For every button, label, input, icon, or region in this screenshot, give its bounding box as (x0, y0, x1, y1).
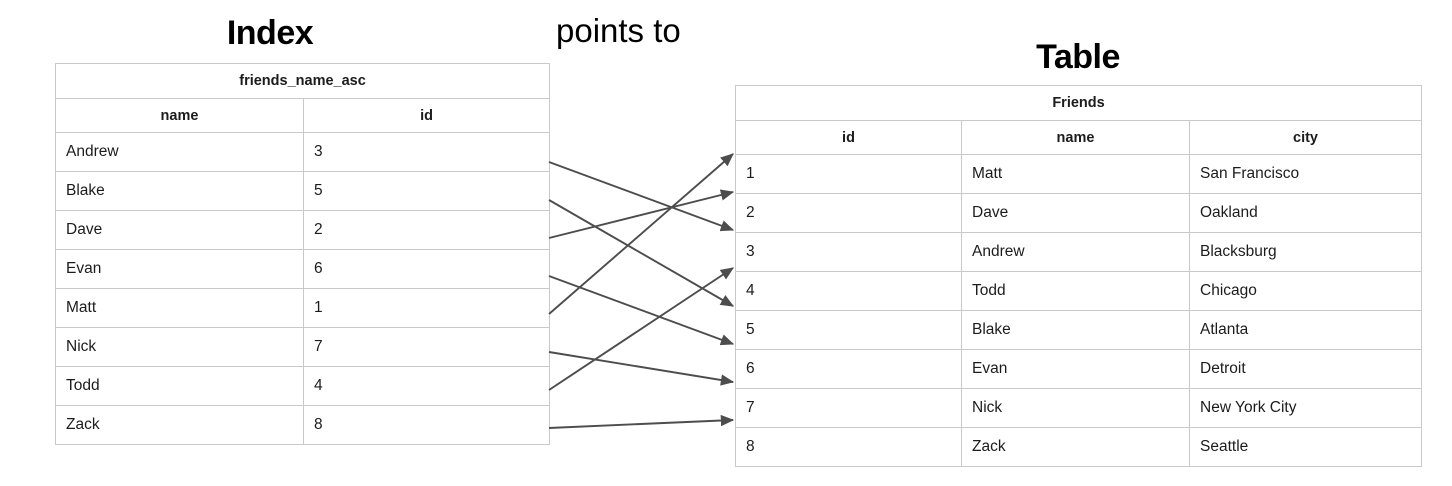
friends-cell-name: Matt (961, 154, 1190, 194)
friends-cell-city: Atlanta (1188, 310, 1423, 350)
friends-cell-city: Blacksburg (1188, 232, 1423, 272)
index-table-title-row: friends_name_asc (54, 63, 551, 99)
friends-cell-id: 4 (735, 271, 962, 311)
table-heading: Table (1036, 38, 1120, 76)
pointer-arrow-blake (548, 199, 734, 307)
index-cell-name: Andrew (55, 132, 304, 172)
index-cell-id: 6 (302, 249, 551, 289)
index-table-header-row: name id (55, 98, 551, 133)
index-table-body: friends_name_asc name id (54, 63, 551, 133)
friends-cell-city: Oakland (1188, 193, 1423, 233)
points-to-label: points to (556, 12, 681, 49)
pointer-arrows (548, 153, 735, 429)
friends-cell-id: 6 (735, 349, 962, 389)
friends-cell-name: Nick (961, 388, 1190, 428)
pointer-arrow-andrew (548, 161, 735, 232)
index-table-title: friends_name_asc (54, 63, 551, 99)
friends-cell-city: Seattle (1188, 427, 1423, 467)
friends-cell-city: Chicago (1188, 271, 1423, 311)
friends-cell-name: Evan (961, 349, 1190, 389)
index-cell-name: Dave (55, 210, 304, 250)
pointer-arrow-nick (548, 351, 735, 386)
index-cell-name: Zack (55, 405, 304, 445)
index-cell-name: Nick (55, 327, 304, 367)
pointer-arrow-todd (548, 267, 734, 391)
index-cell-id: 1 (302, 288, 551, 328)
index-cell-name: Evan (55, 249, 304, 289)
index-cell-name: Todd (55, 366, 304, 406)
index-cell-name: Matt (55, 288, 304, 328)
index-cell-id: 2 (302, 210, 551, 250)
friends-table-title: Friends (734, 85, 1423, 121)
friends-cell-city: New York City (1188, 388, 1423, 428)
index-cell-id: 8 (302, 405, 551, 445)
friends-cell-name: Blake (961, 310, 1190, 350)
friends-cell-id: 2 (735, 193, 962, 233)
index-column-header-id: id (302, 98, 551, 133)
friends-cell-id: 7 (735, 388, 962, 428)
friends-cell-id: 1 (735, 154, 962, 194)
friends-table-header-row: id name city (735, 120, 1423, 155)
friends-cell-id: 8 (735, 427, 962, 467)
pointer-arrow-zack (548, 414, 735, 429)
index-cell-id: 3 (302, 132, 551, 172)
index-cell-name: Blake (55, 171, 304, 211)
pointer-arrow-evan (548, 275, 735, 346)
pointer-arrow-dave (548, 189, 735, 239)
friends-cell-id: 3 (735, 232, 962, 272)
pointer-arrow-matt (548, 153, 734, 315)
friends-cell-city: Detroit (1188, 349, 1423, 389)
index-heading: Index (226, 14, 314, 52)
friends-column-header-id: id (735, 120, 962, 155)
friends-column-header-name: name (961, 120, 1190, 155)
index-cell-id: 5 (302, 171, 551, 211)
index-cell-id: 4 (302, 366, 551, 406)
index-cell-id: 7 (302, 327, 551, 367)
friends-table-head: Friends id name city (734, 85, 1423, 155)
friends-cell-name: Todd (961, 271, 1190, 311)
friends-cell-id: 5 (735, 310, 962, 350)
friends-cell-name: Andrew (961, 232, 1190, 272)
friends-cell-name: Zack (961, 427, 1190, 467)
friends-table-title-row: Friends (734, 85, 1423, 121)
friends-column-header-city: city (1188, 120, 1423, 155)
friends-cell-city: San Francisco (1188, 154, 1423, 194)
friends-cell-name: Dave (961, 193, 1190, 233)
index-column-header-name: name (55, 98, 304, 133)
